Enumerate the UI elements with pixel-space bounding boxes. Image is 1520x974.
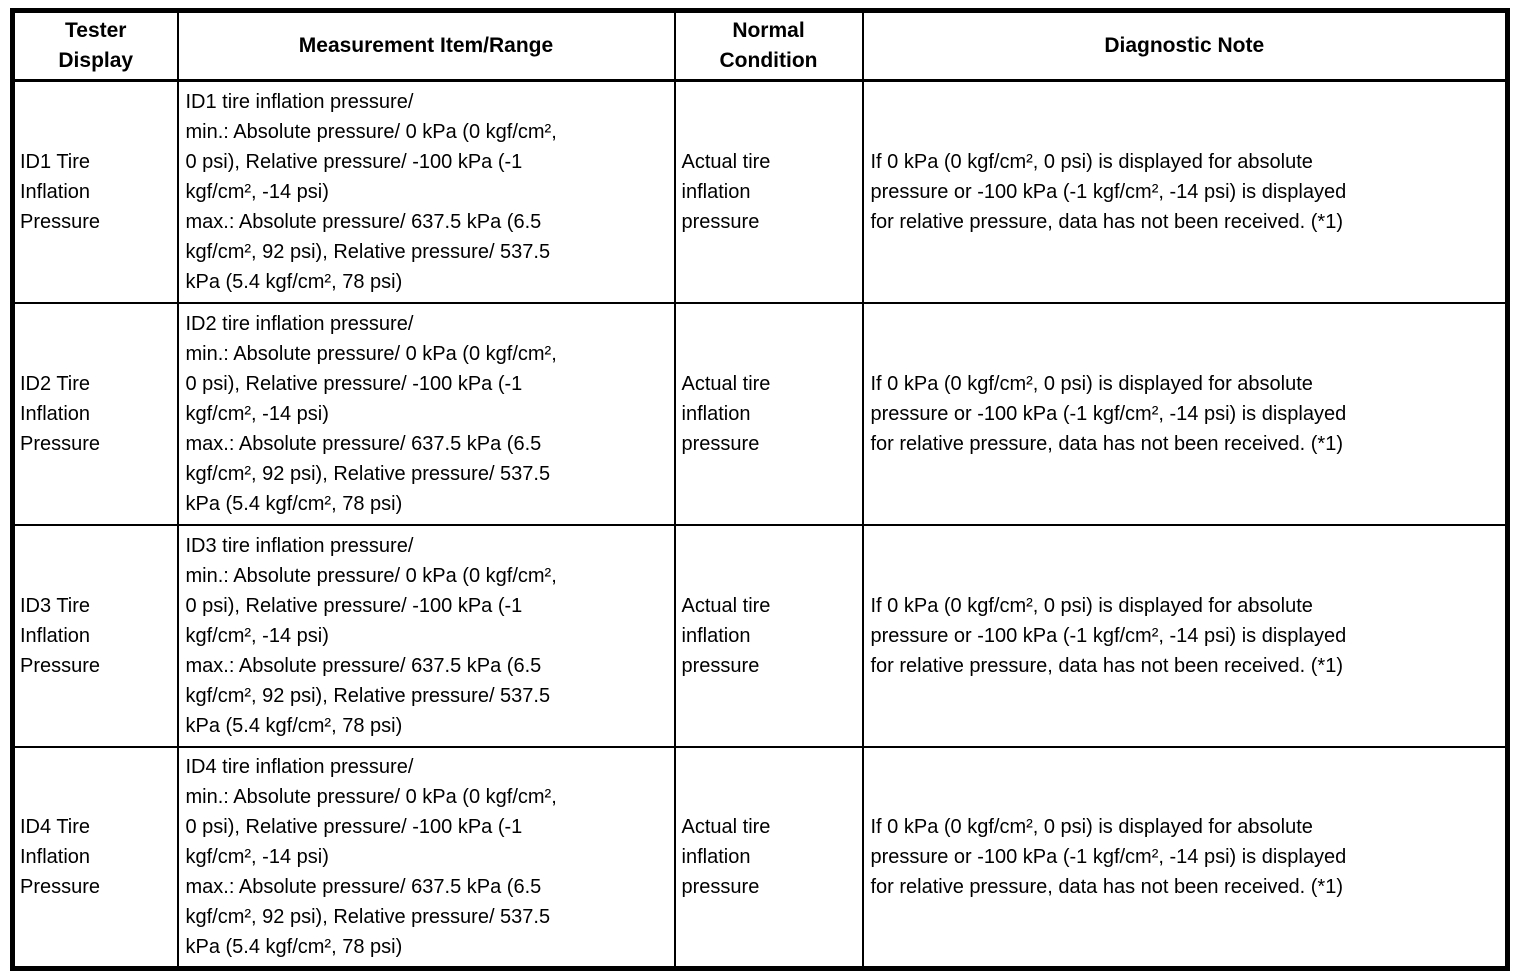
cell-normal-condition: Actual tire inflation pressure (673, 301, 864, 526)
table-row: ID2 Tire Inflation Pressure ID2 tire inf… (11, 301, 1509, 526)
cell-normal-condition: Actual tire inflation pressure (673, 745, 864, 970)
column-header-normal-condition: Normal Condition (673, 9, 864, 82)
cell-measurement-item-range: ID3 tire inflation pressure/ min.: Absol… (176, 523, 676, 748)
column-header-tester-display: Tester Display (11, 9, 179, 82)
column-header-measurement-item-range: Measurement Item/Range (176, 9, 676, 82)
cell-diagnostic-note: If 0 kPa (0 kgf/cm², 0 psi) is displayed… (861, 301, 1509, 526)
cell-diagnostic-note: If 0 kPa (0 kgf/cm², 0 psi) is displayed… (861, 745, 1509, 970)
diagnostic-data-table: Tester Display Measurement Item/Range No… (10, 8, 1510, 971)
cell-tester-display: ID4 Tire Inflation Pressure (11, 745, 179, 970)
cell-measurement-item-range: ID2 tire inflation pressure/ min.: Absol… (176, 301, 676, 526)
table-header-row: Tester Display Measurement Item/Range No… (11, 9, 1509, 82)
cell-tester-display: ID3 Tire Inflation Pressure (11, 523, 179, 748)
cell-normal-condition: Actual tire inflation pressure (673, 523, 864, 748)
column-header-diagnostic-note: Diagnostic Note (861, 9, 1509, 82)
cell-measurement-item-range: ID4 tire inflation pressure/ min.: Absol… (176, 745, 676, 970)
cell-tester-display: ID2 Tire Inflation Pressure (11, 301, 179, 526)
document-page: Tester Display Measurement Item/Range No… (10, 8, 1510, 971)
cell-measurement-item-range: ID1 tire inflation pressure/ min.: Absol… (176, 79, 676, 304)
cell-tester-display: ID1 Tire Inflation Pressure (11, 79, 179, 304)
table-row: ID1 Tire Inflation Pressure ID1 tire inf… (11, 79, 1509, 304)
cell-diagnostic-note: If 0 kPa (0 kgf/cm², 0 psi) is displayed… (861, 523, 1509, 748)
cell-diagnostic-note: If 0 kPa (0 kgf/cm², 0 psi) is displayed… (861, 79, 1509, 304)
table-row: ID3 Tire Inflation Pressure ID3 tire inf… (11, 523, 1509, 748)
cell-normal-condition: Actual tire inflation pressure (673, 79, 864, 304)
table-row: ID4 Tire Inflation Pressure ID4 tire inf… (11, 745, 1509, 970)
